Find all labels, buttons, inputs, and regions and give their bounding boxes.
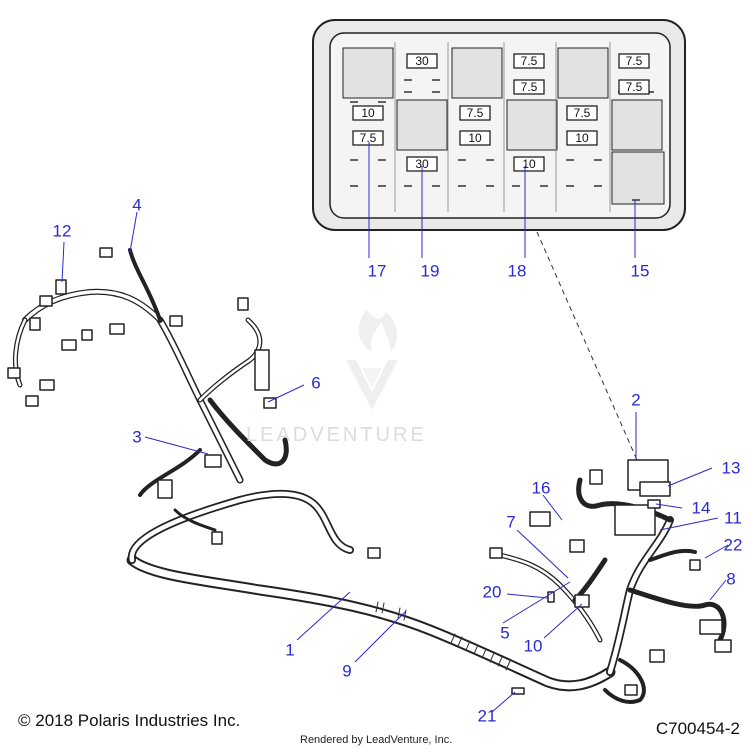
fuse: 30	[406, 53, 438, 69]
callout-16: 16	[531, 478, 551, 498]
main-harness	[7, 247, 732, 704]
fuse-box-part	[614, 504, 656, 536]
connector-14	[647, 499, 661, 509]
fuse-rating: 10	[468, 131, 482, 145]
callout-12: 12	[52, 221, 72, 241]
fuse-rating: 7.5	[360, 131, 377, 145]
callout-15: 15	[630, 261, 650, 281]
fuse-rating: 30	[415, 157, 429, 171]
fuse: 30	[406, 156, 438, 172]
relay-6	[611, 99, 663, 151]
callout-18: 18	[507, 261, 527, 281]
fuse-rating: 7.5	[521, 54, 538, 68]
fuse-rating: 10	[361, 106, 375, 120]
callout-1: 1	[285, 640, 295, 660]
relay-5	[506, 99, 558, 151]
fuse-rating: 7.5	[626, 80, 643, 94]
callout-2: 2	[631, 390, 641, 410]
fuse-rating: 10	[575, 131, 589, 145]
callout-13: 13	[721, 458, 741, 478]
copyright-text: © 2018 Polaris Industries Inc.	[18, 711, 241, 730]
callout-6: 6	[311, 373, 321, 393]
fuse: 7.5	[513, 53, 545, 69]
callout-21: 21	[477, 706, 497, 726]
callout-11: 11	[724, 508, 742, 528]
callout-7: 7	[506, 512, 516, 532]
fuse: 7.5	[566, 105, 598, 121]
rendered-by-text: Rendered by LeadVenture, Inc.	[300, 734, 453, 746]
callout-4: 4	[132, 195, 142, 215]
fuse-rating: 7.5	[521, 80, 538, 94]
callout-5: 5	[500, 623, 510, 643]
callout-9: 9	[342, 661, 352, 681]
fuse: 7.5	[618, 53, 650, 69]
fuse: 10	[566, 130, 598, 146]
leadventure-flame-v-logo	[346, 310, 398, 410]
callout-17: 17	[367, 261, 387, 281]
relay-1	[342, 47, 394, 99]
callout-20: 20	[482, 582, 502, 602]
fuse: 10	[459, 130, 491, 146]
callout-19: 19	[420, 261, 440, 281]
callout-10: 10	[523, 636, 543, 656]
fuse-rating: 7.5	[626, 54, 643, 68]
part-code: C700454-2	[655, 719, 740, 738]
relay-3	[557, 47, 609, 99]
callout-8: 8	[726, 569, 736, 589]
relay-15	[611, 151, 665, 205]
relay-4	[396, 99, 448, 151]
callout-14: 14	[691, 498, 711, 518]
fuse-rating: 7.5	[467, 106, 484, 120]
fuse: 7.5	[352, 130, 384, 146]
connector-13	[639, 481, 671, 497]
fuse-rating: 10	[522, 157, 536, 171]
callout-leaders	[61, 142, 729, 713]
inset-leader-line	[536, 231, 638, 461]
callout-22: 22	[723, 535, 743, 555]
fuse: 7.5	[618, 79, 650, 95]
watermark-brand: LEADVENTURE	[246, 424, 427, 446]
fuse: 10	[513, 156, 545, 172]
fuse-rating: 30	[415, 54, 429, 68]
fuse: 7.5	[513, 79, 545, 95]
fuse-rating: 7.5	[574, 106, 591, 120]
fuse: 7.5	[459, 105, 491, 121]
relay-2	[451, 47, 503, 99]
fuse: 10	[352, 105, 384, 121]
callout-3: 3	[132, 427, 142, 447]
